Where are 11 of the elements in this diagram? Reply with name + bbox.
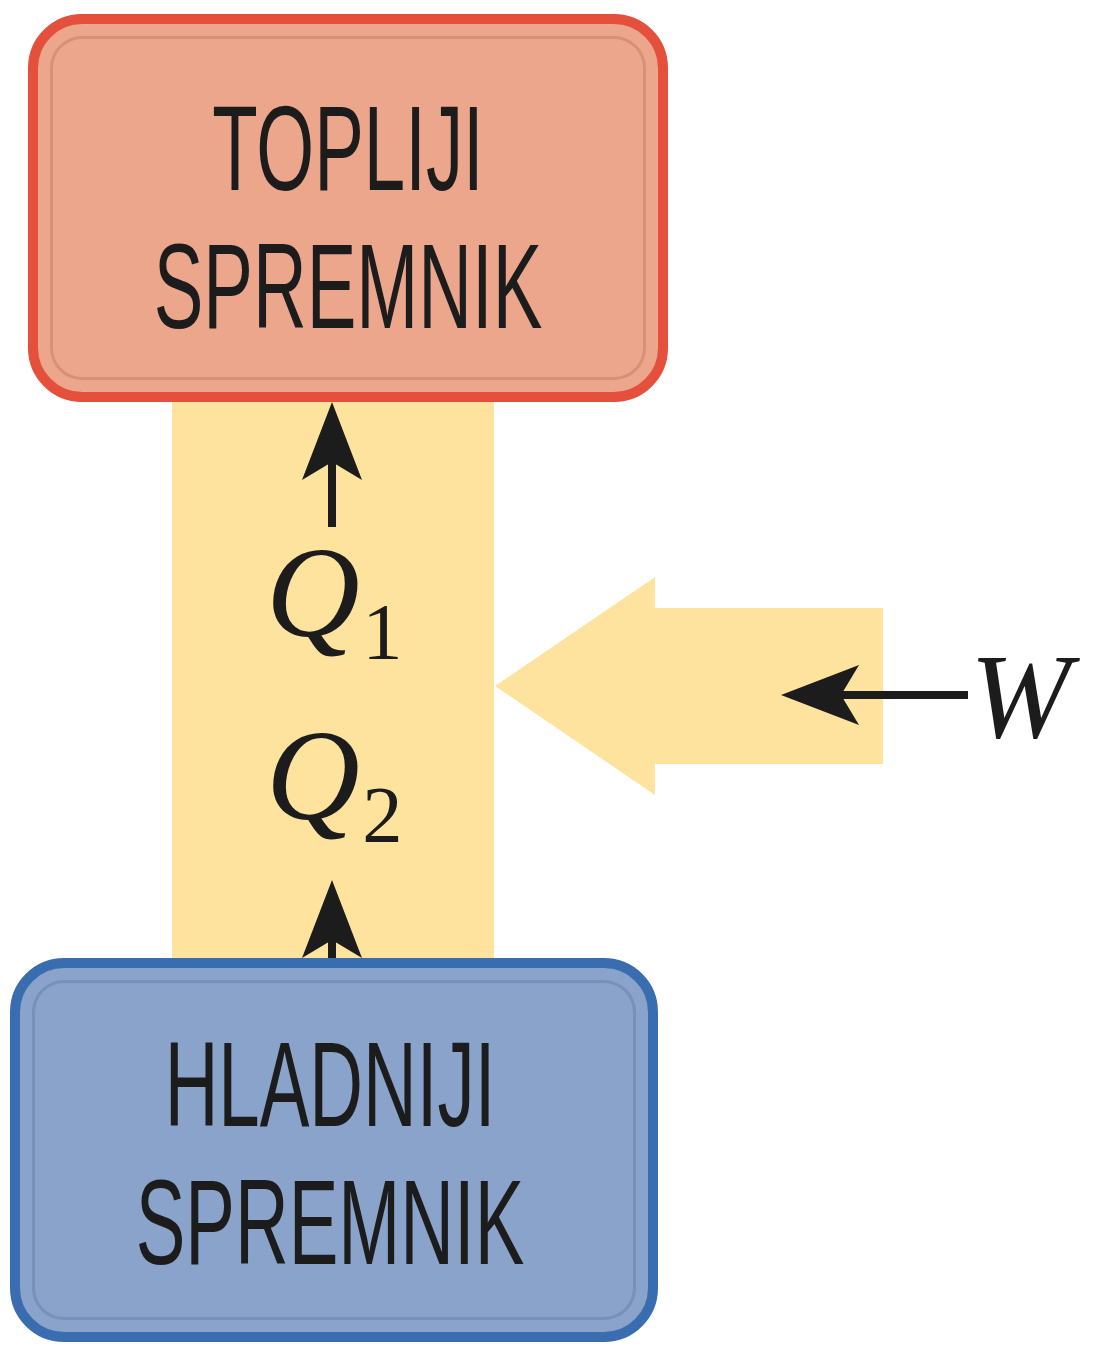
- reservoir-box: [28, 14, 668, 402]
- heat-symbol: Q$_{2}$: [266, 710, 407, 880]
- arrow: [781, 665, 968, 725]
- reservoir-label: HLADNIJI SPREMNIK: [134, 1016, 526, 1291]
- heat-flow-band: [172, 402, 494, 958]
- arrow: [302, 880, 362, 958]
- work-symbol: W: [968, 632, 1089, 763]
- heat-symbol: Q$_{1}$: [266, 527, 407, 697]
- work-block-arrow: [495, 577, 883, 795]
- reservoir-label: TOPLIJI SPREMNIK: [152, 80, 544, 355]
- reservoir-box: [10, 958, 658, 1342]
